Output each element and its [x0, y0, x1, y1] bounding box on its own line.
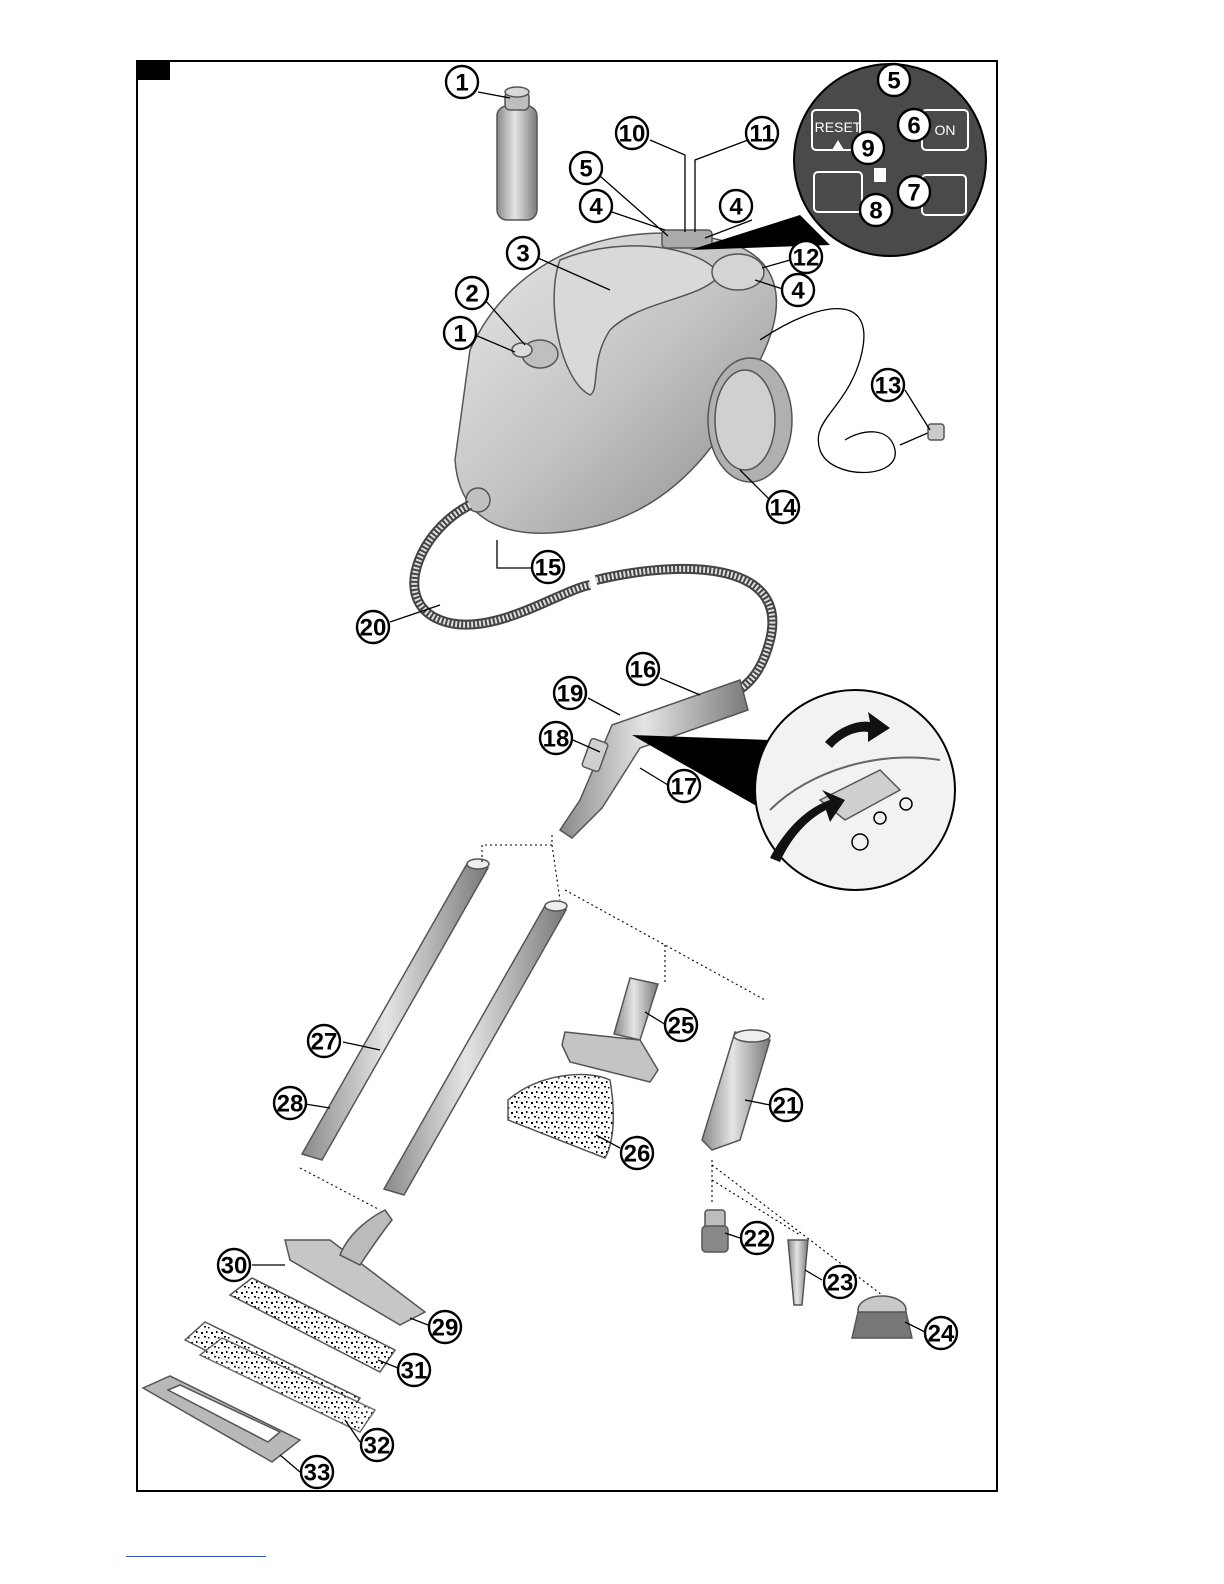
callout-number: 12 — [793, 245, 820, 272]
callout-number: 9 — [861, 136, 874, 163]
on-label: ON — [935, 122, 956, 138]
callout-14: 14 — [767, 491, 799, 523]
callout-number: 33 — [304, 1460, 331, 1487]
callout-number: 4 — [729, 194, 743, 221]
callout-4: 4 — [782, 274, 814, 306]
callout-17: 17 — [668, 770, 700, 802]
callout-number: 11 — [749, 121, 774, 148]
callout-18: 18 — [540, 722, 572, 754]
callout-31: 31 — [398, 1354, 430, 1386]
callout-5: 5 — [570, 152, 602, 184]
round-brush-large — [852, 1296, 912, 1338]
callout-11: 11 — [746, 117, 778, 149]
callout-8: 8 — [860, 194, 892, 226]
callout-number: 20 — [360, 615, 387, 642]
callout-26: 26 — [621, 1137, 653, 1169]
extension-tube-left — [302, 859, 489, 1160]
callout-number: 17 — [671, 774, 698, 801]
callout-number: 19 — [557, 681, 584, 708]
callout-10: 10 — [616, 117, 648, 149]
callout-13: 13 — [872, 369, 904, 401]
callout-number: 26 — [624, 1141, 651, 1168]
steam-hose — [414, 505, 772, 695]
callout-number: 24 — [928, 1321, 955, 1348]
callout-number: 5 — [887, 68, 900, 95]
callout-33: 33 — [301, 1456, 333, 1488]
callout-number: 18 — [543, 726, 570, 753]
callout-29: 29 — [429, 1311, 461, 1343]
callout-1: 1 — [444, 317, 476, 349]
callout-24: 24 — [925, 1317, 957, 1349]
callout-20: 20 — [357, 611, 389, 643]
callout-number: 22 — [744, 1226, 771, 1253]
callout-4: 4 — [580, 190, 612, 222]
callout-6: 6 — [898, 109, 930, 141]
callout-1: 1 — [446, 66, 478, 98]
extension-tube-right — [384, 901, 567, 1195]
callout-number: 1 — [453, 321, 466, 348]
callout-number: 8 — [869, 198, 882, 225]
callout-number: 30 — [221, 1253, 248, 1280]
callout-number: 5 — [579, 156, 592, 183]
callout-9: 9 — [852, 132, 884, 164]
callout-15: 15 — [532, 551, 564, 583]
reset-label: RESET — [815, 119, 862, 135]
callout-number: 25 — [668, 1013, 695, 1040]
callout-16: 16 — [627, 653, 659, 685]
callout-number: 16 — [630, 657, 657, 684]
callout-number: 1 — [455, 70, 468, 97]
callout-12: 12 — [790, 241, 822, 273]
callout-5: 5 — [878, 64, 910, 96]
power-nozzle — [788, 1240, 808, 1305]
callout-number: 21 — [773, 1093, 800, 1120]
callout-number: 31 — [401, 1358, 428, 1385]
callout-number: 14 — [770, 495, 797, 522]
callout-22: 22 — [741, 1222, 773, 1254]
callout-28: 28 — [274, 1087, 306, 1119]
callout-number: 4 — [589, 194, 603, 221]
callout-number: 10 — [619, 121, 646, 148]
steam-cleaner-body — [455, 230, 792, 533]
filter-cartridge — [497, 87, 537, 220]
callout-number: 23 — [827, 1270, 854, 1297]
callout-number: 13 — [875, 373, 902, 400]
callout-number: 2 — [465, 281, 478, 308]
detail-nozzle — [702, 1030, 770, 1150]
callout-number: 4 — [791, 278, 805, 305]
callout-23: 23 — [824, 1266, 856, 1298]
callout-25: 25 — [665, 1009, 697, 1041]
callout-number: 6 — [907, 113, 920, 140]
callout-19: 19 — [554, 677, 586, 709]
callout-number: 3 — [516, 241, 529, 268]
callout-4: 4 — [720, 190, 752, 222]
callout-number: 15 — [535, 555, 562, 582]
callout-30: 30 — [218, 1249, 250, 1281]
callout-7: 7 — [898, 176, 930, 208]
callout-number: 29 — [432, 1315, 459, 1342]
callout-21: 21 — [770, 1089, 802, 1121]
callout-number: 32 — [364, 1433, 391, 1460]
callout-27: 27 — [308, 1025, 340, 1057]
callout-number: 7 — [907, 180, 920, 207]
callout-2: 2 — [456, 277, 488, 309]
round-brush-small — [702, 1210, 728, 1252]
callout-3: 3 — [507, 237, 539, 269]
hand-nozzle — [508, 978, 658, 1158]
callout-32: 32 — [361, 1429, 393, 1461]
callout-number: 27 — [311, 1029, 338, 1056]
callout-number: 28 — [277, 1091, 304, 1118]
